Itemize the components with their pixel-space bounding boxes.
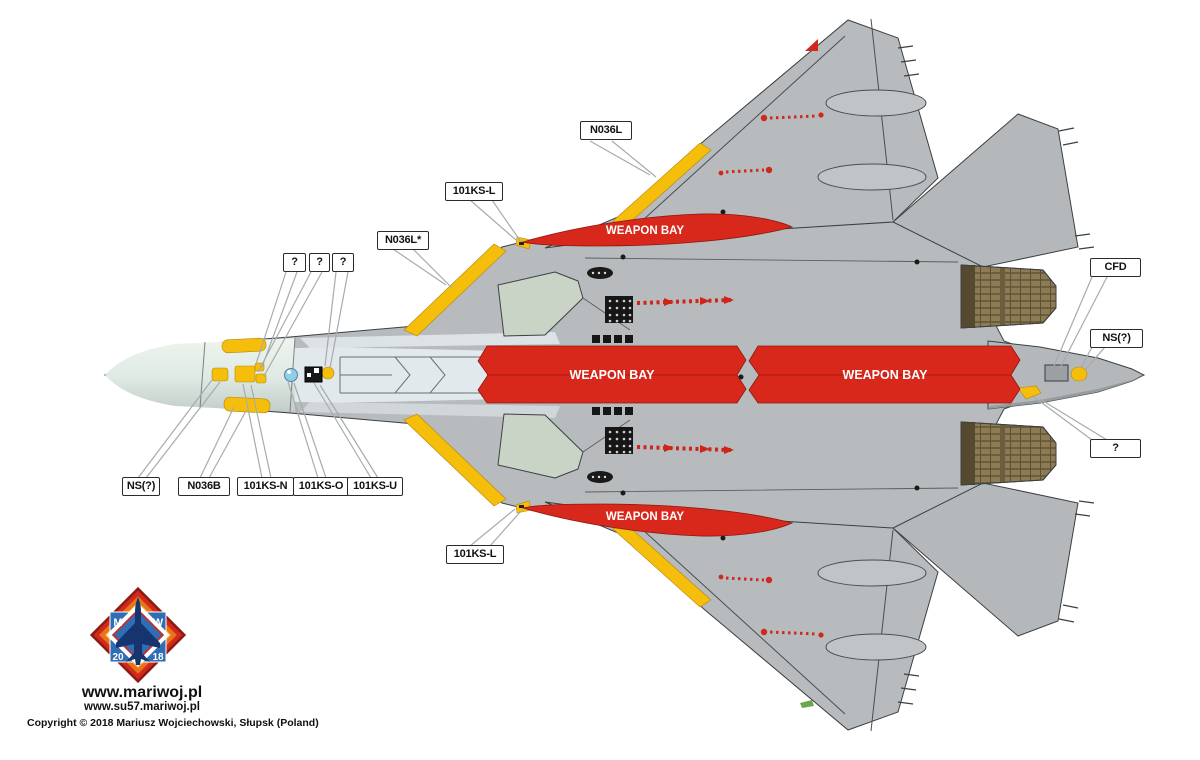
logo-jet-silhouette: [116, 597, 160, 665]
label-n036l: N036L: [580, 121, 632, 140]
lerx-strip-top: [403, 243, 507, 337]
label-unknown-1: ?: [283, 253, 306, 272]
101ks-n-sensor: [234, 365, 256, 383]
label-unknown-right: ?: [1090, 439, 1141, 458]
label-unknown-2: ?: [309, 253, 330, 272]
weapon-bay-main-right: [748, 345, 1021, 404]
stabilizer-top: [892, 113, 1079, 268]
flap-actuator-fairings: [817, 89, 927, 661]
weapon-bay-side-bottom: [521, 503, 794, 537]
label-101ks-l-top: 101KS-L: [445, 182, 503, 201]
wing-right-bottom: [544, 501, 939, 731]
chine-highlight-bottom: [300, 402, 560, 418]
n036b-array-top: [221, 337, 267, 354]
label-101ks-n: 101KS-N: [237, 477, 294, 496]
weapon-bay-label-side-top: WEAPON BAY: [606, 225, 684, 237]
nav-light-green: [800, 700, 814, 708]
mw-logo: M W 20 18: [89, 586, 187, 684]
nav-light-red: [805, 39, 818, 51]
copyright-text: Copyright © 2018 Mariusz Wojciechowski, …: [27, 717, 319, 729]
label-cfd: CFD: [1090, 258, 1141, 277]
label-101ks-l-bottom: 101KS-L: [446, 545, 504, 564]
website-link-primary[interactable]: www.mariwoj.pl: [81, 684, 203, 701]
cfd-dispenser: [1044, 364, 1069, 382]
small-grid-strips: [592, 335, 633, 415]
logo-year-20: 20: [112, 652, 124, 663]
stabilizer-bottom: [892, 482, 1079, 637]
weapon-bay-label-main-left: WEAPON BAY: [570, 368, 656, 382]
engine-nozzle-top: [960, 264, 1057, 329]
website-link-secondary[interactable]: www.su57.mariwoj.pl: [84, 701, 200, 713]
panel-lines: [582, 257, 959, 493]
tail-boom-shading: [988, 375, 1144, 409]
weapon-bay-label-main-right: WEAPON BAY: [843, 368, 929, 382]
radome: [105, 338, 295, 412]
label-ns-right: NS(?): [1090, 329, 1143, 348]
dielectric-grid-top: [605, 296, 633, 323]
label-101ks-u: 101KS-U: [347, 477, 403, 496]
weapon-bays: WEAPON BAY WEAPON BAY WEAPON BAY WEAPON …: [477, 213, 1021, 537]
chine-highlight-top: [300, 332, 560, 348]
sensors: [284, 242, 1069, 508]
static-dischargers: [897, 45, 1095, 705]
yellow-sensor-areas: [211, 142, 1088, 608]
dielectric-grid-bottom: [605, 427, 633, 454]
weapon-bay-side-top: [521, 213, 794, 247]
weapon-bay-label-side-bottom: WEAPON BAY: [606, 511, 684, 523]
101ks-o-ball: [284, 368, 298, 382]
engine-nozzle-bottom: [960, 421, 1057, 486]
logo-letter-m: M: [113, 617, 122, 629]
black-dots: [620, 209, 920, 541]
logo-letter-w: W: [153, 617, 164, 629]
label-unknown-3: ?: [332, 253, 354, 272]
lerx-strip-bottom: [403, 413, 507, 507]
unknown-sensor-tail: [1017, 385, 1042, 400]
logo-year-18: 18: [152, 652, 164, 663]
unknown-sensor-c: [321, 366, 335, 380]
red-markings: [620, 39, 920, 708]
101ks-o-highlight: [287, 370, 291, 374]
unknown-sensor-b: [255, 373, 267, 384]
label-101ks-o: 101KS-O: [293, 477, 349, 496]
ns-sensor-tail: [1070, 366, 1088, 382]
leader-lines: [137, 140, 1108, 547]
label-ns-left: NS(?): [122, 477, 160, 496]
ns-sensor-nose: [211, 367, 229, 382]
label-n036b: N036B: [178, 477, 230, 496]
weapon-bay-main-left: [477, 345, 747, 404]
label-n036l-star: N036L*: [377, 231, 429, 250]
